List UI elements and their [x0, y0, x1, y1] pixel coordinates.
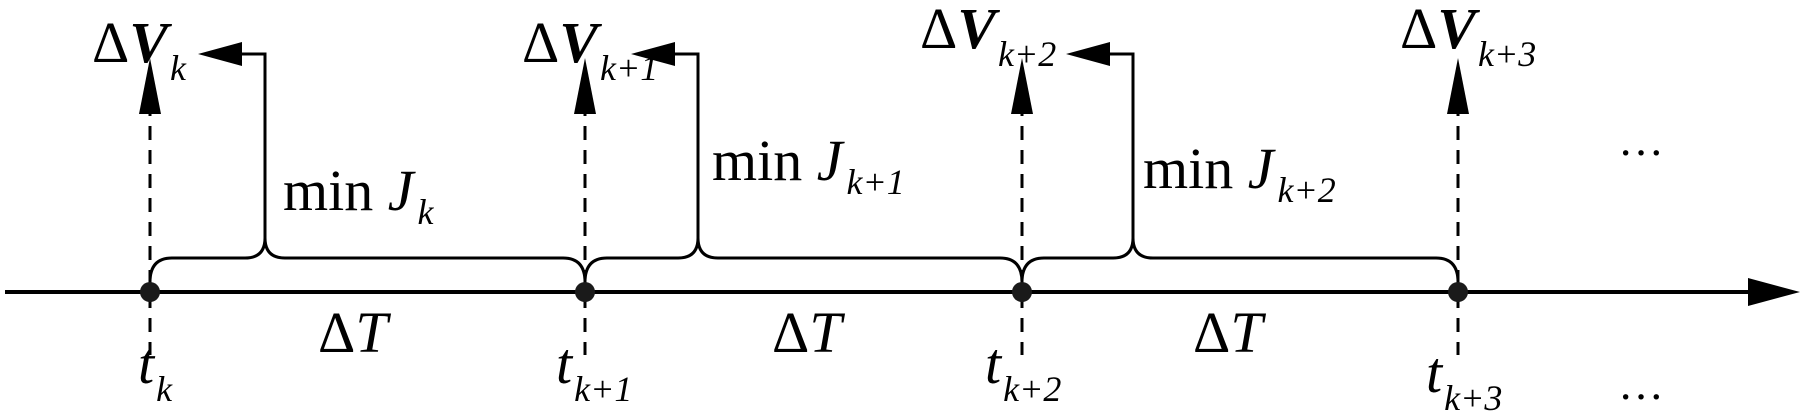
impulse-arrow-k3 [1447, 58, 1469, 114]
feedback-arrow-k2 [1066, 42, 1110, 66]
impulse-label-k: ΔVk [92, 10, 187, 88]
sample-point-k [140, 282, 160, 302]
time-axis-arrowhead [1748, 278, 1800, 306]
sample-points [140, 282, 1468, 302]
horizon-braces [148, 237, 1460, 283]
feedback-arrow-k1 [631, 42, 675, 66]
time-label-k: tk [138, 331, 173, 409]
time-labels: tk tk+1 tk+2 tk+3 [138, 331, 1502, 416]
impulse-label-k2: ΔVk+2 [920, 0, 1056, 74]
interval-labels: ΔT ΔT ΔT [318, 300, 1266, 365]
feedback-line-k1 [673, 52, 700, 238]
sample-time-lines [148, 102, 1460, 355]
time-label-k3: tk+3 [1426, 340, 1502, 416]
ellipsis-bottom: ··· [1618, 371, 1664, 416]
interval-label-2: ΔT [772, 300, 845, 365]
impulse-arrow-k1 [574, 58, 596, 114]
time-label-k1: tk+1 [556, 331, 632, 409]
sample-point-k3 [1448, 282, 1468, 302]
interval-label-1: ΔT [318, 300, 391, 365]
impulse-label-k1: ΔVk+1 [522, 10, 658, 88]
impulse-arrows [139, 58, 1469, 114]
impulse-arrow-k [139, 58, 161, 114]
impulse-labels: ΔVk ΔVk+1 ΔVk+2 ΔVk+3 [92, 0, 1536, 88]
horizon-brace-k1 [583, 237, 1024, 283]
impulse-arrow-k2 [1011, 58, 1033, 114]
sample-point-k1 [575, 282, 595, 302]
feedback-connectors [198, 42, 1135, 238]
feedback-line-k2 [1108, 52, 1135, 238]
feedback-line-k [240, 52, 267, 238]
interval-label-3: ΔT [1193, 300, 1266, 365]
impulse-label-k3: ΔVk+3 [1400, 0, 1536, 74]
horizon-brace-k2 [1020, 237, 1460, 283]
time-label-k2: tk+2 [985, 331, 1061, 409]
feedback-arrow-k [198, 42, 242, 66]
ellipsis-top: ··· [1618, 127, 1664, 178]
sample-point-k2 [1012, 282, 1032, 302]
time-axis [5, 278, 1800, 306]
horizon-brace-k [148, 237, 587, 283]
